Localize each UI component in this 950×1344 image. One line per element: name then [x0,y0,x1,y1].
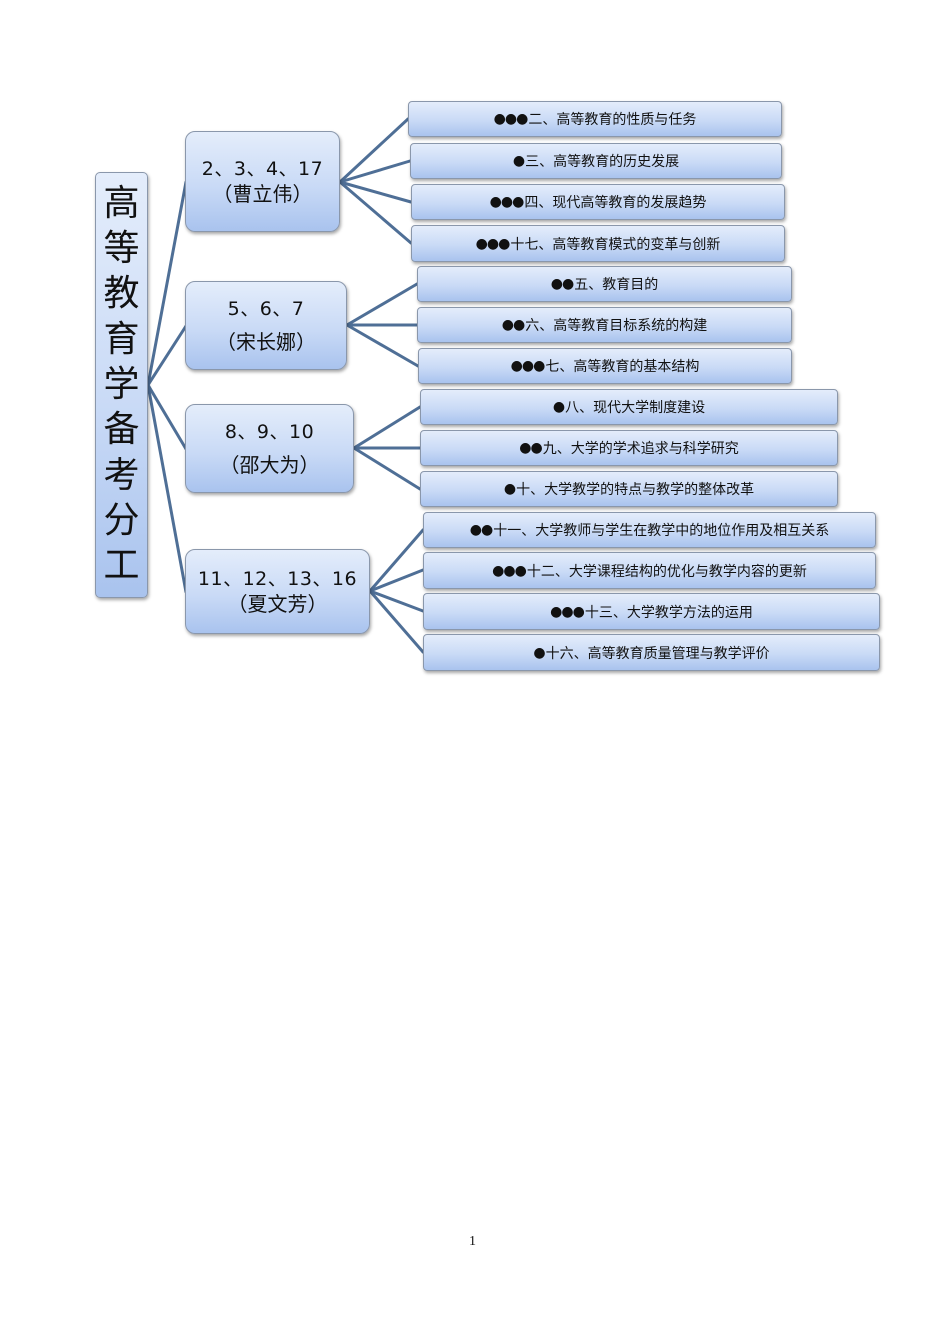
chapter-item: ●十、大学教学的特点与教学的整体改革 [420,471,838,507]
chapter-title: 十、大学教学的特点与教学的整体改革 [516,482,755,498]
chapter-title: 九、大学的学术追求与科学研究 [542,441,739,457]
group-person: （邵大为） [219,452,320,477]
chapter-title: 五、教育目的 [574,277,659,293]
root-char: 学 [103,363,140,405]
group-chapters: 8、9、10 [224,420,315,443]
priority-dots: ●●● [492,562,527,579]
chapter-item: ●●十一、大学教师与学生在教学中的地位作用及相互关系 [423,512,876,548]
root-char: 等 [103,227,140,269]
priority-dots: ●● [469,522,493,538]
root-char: 分 [103,499,140,541]
chapter-item: ●●五、教育目的 [417,266,792,302]
priority-dots: ● [552,399,565,415]
chapter-title: 十三、大学教学方法的运用 [584,604,753,621]
chapter-title: 七、高等教育的基本结构 [545,359,700,375]
group-person: （夏文芳） [227,591,328,616]
priority-dots: ●● [519,440,542,456]
group-chapters: 11、12、13、16 [197,567,358,590]
root-char: 高 [103,182,140,224]
priority-dots: ●●● [489,194,525,210]
chapter-title: 六、高等教育目标系统的构建 [525,318,708,334]
chapter-title: 二、高等教育的性质与任务 [528,112,697,128]
page-number: 1 [469,1234,476,1249]
group-chapters: 2、3、4、17 [201,157,324,180]
chapter-item: ●●●七、高等教育的基本结构 [418,348,792,384]
group-node-4: 11、12、13、16 （夏文芳） [185,549,370,634]
priority-dots: ● [533,644,545,661]
root-char: 工 [103,545,140,587]
priority-dots: ●●● [510,358,546,374]
chapter-title: 十一、大学教师与学生在教学中的地位作用及相互关系 [493,523,830,539]
chapter-item: ●十六、高等教育质量管理与教学评价 [423,634,880,671]
chapter-item: ●●●十七、高等教育模式的变革与创新 [411,225,785,262]
chapter-item: ●●●十三、大学教学方法的运用 [423,593,880,630]
connector-root-group-4 [146,383,188,594]
chapter-title: 十二、大学课程结构的优化与教学内容的更新 [526,563,807,580]
priority-dots: ●●● [550,603,585,620]
chapter-title: 十七、高等教育模式的变革与创新 [510,236,721,253]
priority-dots: ●●● [493,111,529,127]
group-node-3: 8、9、10 （邵大为） [185,404,354,493]
chapter-title: 四、现代高等教育的发展趋势 [524,195,707,211]
root-char: 教 [103,273,140,315]
chapter-item: ●八、现代大学制度建设 [420,389,838,425]
priority-dots: ●● [550,276,574,292]
chapter-title: 八、现代大学制度建设 [565,400,706,416]
connector-root-group-3 [146,383,188,451]
chapter-item: ●●六、高等教育目标系统的构建 [417,307,792,343]
priority-dots: ● [512,153,525,169]
chapter-item: ●●●十二、大学课程结构的优化与教学内容的更新 [423,552,876,589]
chapter-item: ●●九、大学的学术追求与科学研究 [420,430,838,466]
root-char: 考 [103,454,140,496]
group-person: （曹立伟） [212,181,313,206]
connector-root-group-1 [146,180,188,387]
connector-root-group-2 [146,324,188,387]
chapter-title: 三、高等教育的历史发展 [525,154,680,170]
root-char: 育 [103,318,140,360]
chapter-title: 十六、高等教育质量管理与教学评价 [545,645,770,662]
chapter-item: ●●●四、现代高等教育的发展趋势 [411,184,785,220]
chapter-item: ●●●二、高等教育的性质与任务 [408,101,782,137]
group-person: （宋长娜） [216,329,316,354]
chapter-item: ●三、高等教育的历史发展 [410,143,782,179]
priority-dots: ● [503,481,516,497]
group-node-1: 2、3、4、17 （曹立伟） [185,131,340,232]
root-char: 备 [103,409,140,451]
priority-dots: ●● [501,317,525,333]
group-chapters: 5、6、7 [227,297,305,320]
root-node: 高 等 教 育 学 备 考 分 工 [95,172,148,598]
group-node-2: 5、6、7 （宋长娜） [185,281,347,370]
priority-dots: ●●● [475,235,511,252]
